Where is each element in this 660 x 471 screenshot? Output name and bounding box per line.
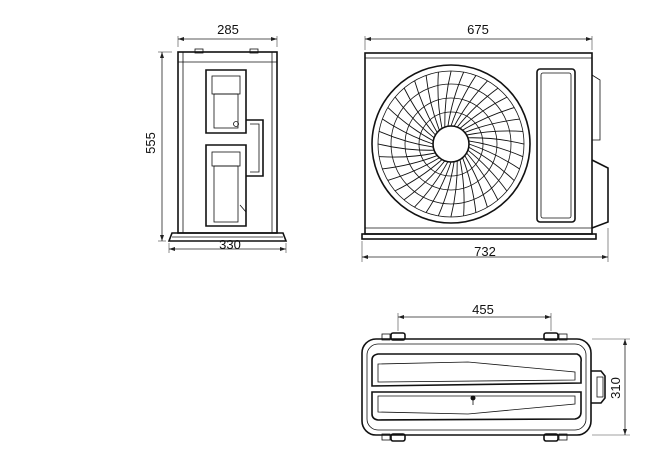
fan-spoke: [437, 161, 455, 217]
front-view: 675 732: [361, 22, 609, 262]
top-view-body: [361, 338, 592, 436]
fan-spoke: [414, 80, 438, 133]
fan-spoke: [387, 157, 440, 181]
fan-spoke: [467, 149, 508, 192]
fan-spoke: [453, 80, 488, 127]
fan-spoke: [467, 137, 525, 145]
fan-spoke: [466, 152, 499, 201]
fan-spoke: [382, 155, 438, 170]
top-view-valve-box: [591, 370, 606, 404]
dim-label-side-depth: 285: [217, 22, 239, 37]
fan-spoke: [456, 87, 499, 128]
fan-spoke: [462, 157, 477, 213]
fan-spoke: [377, 143, 435, 151]
dim-label-total-width: 732: [474, 244, 496, 259]
fan-spoke: [468, 146, 515, 181]
fan-spoke: [447, 71, 465, 127]
top-view: 455 310: [361, 302, 630, 442]
fan-spoke: [468, 140, 524, 158]
fan-spoke: [459, 159, 465, 216]
fan-spoke: [444, 70, 452, 128]
side-view: 285 555 330: [143, 22, 288, 253]
lower-handle: [205, 144, 247, 227]
fan-guard: [371, 64, 531, 224]
fan-spoke: [403, 160, 446, 201]
dim-label-front-width: 675: [467, 22, 489, 37]
fan-spoke: [462, 107, 515, 131]
fan-spoke: [468, 143, 520, 170]
fan-spoke: [464, 118, 520, 133]
fan-spoke: [450, 75, 477, 127]
side-grille-panel: [536, 68, 576, 223]
dim-label-top-depth: 310: [608, 377, 623, 399]
dim-label-height: 555: [143, 132, 158, 154]
fan-spoke: [450, 160, 458, 218]
top-grille-lower: [371, 391, 582, 421]
fan-spoke: [394, 96, 435, 139]
fan-spoke: [387, 107, 434, 142]
fan-spoke: [382, 118, 434, 145]
fan-spoke: [425, 75, 440, 131]
fan-spoke: [378, 130, 434, 148]
side-view-body: [177, 51, 278, 234]
fan-spoke: [414, 161, 449, 208]
fan-hub: [432, 125, 470, 163]
valve-box: [591, 159, 609, 229]
drain-hole: [470, 395, 476, 401]
side-view-base: [167, 232, 288, 242]
fan-spoke: [425, 161, 452, 213]
fan-spoke: [459, 96, 508, 129]
fan-spoke: [403, 87, 436, 136]
fan-spoke: [379, 152, 436, 158]
dim-label-base-width: 330: [219, 237, 241, 252]
front-view-base: [361, 233, 597, 240]
top-grille-upper: [371, 353, 582, 387]
fan-spoke: [437, 72, 443, 129]
fan-spoke: [466, 130, 523, 136]
valve-cover: [205, 69, 247, 134]
dim-label-mount-span: 455: [472, 302, 494, 317]
front-view-body: [364, 52, 593, 235]
fan-spoke: [394, 159, 443, 192]
fan-spoke: [464, 155, 488, 208]
